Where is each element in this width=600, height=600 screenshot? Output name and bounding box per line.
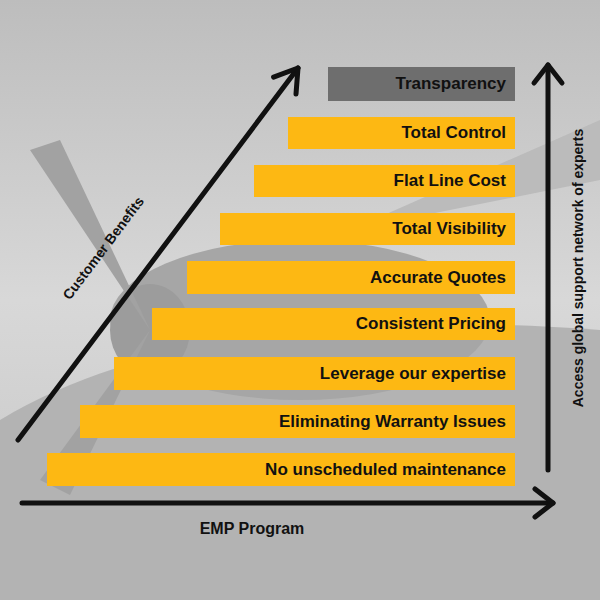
benefit-bar: Flat Line Cost [254, 165, 515, 197]
bar-label: Flat Line Cost [394, 171, 506, 191]
axis-label: Customer Benefits [58, 193, 147, 303]
program-arrow [22, 501, 553, 506]
top-bar: Transparency [328, 67, 515, 101]
bar-label: Total Visibility [392, 219, 506, 239]
propeller-blade [30, 140, 150, 330]
arrow-head [535, 489, 553, 517]
bar-label: No unscheduled maintenance [265, 460, 506, 480]
bar-label: Total Control [402, 123, 507, 143]
bar-label: Eliminating Warranty Issues [279, 412, 506, 432]
benefit-bar: Leverage our expertise [114, 357, 515, 390]
bar-label: Leverage our expertise [320, 364, 506, 384]
benefit-bar: Total Control [288, 117, 515, 149]
benefit-bar: No unscheduled maintenance [47, 453, 515, 486]
axis-label: EMP Program [200, 520, 305, 538]
benefit-bar: Accurate Quotes [187, 261, 515, 294]
arrow-head [534, 65, 562, 83]
axis-label: Access global support network of experts [569, 129, 587, 408]
bar-label: Consistent Pricing [356, 314, 506, 334]
benefit-bar: Consistent Pricing [152, 308, 515, 340]
arrow-head [274, 68, 298, 94]
support-arrow [546, 65, 551, 470]
benefit-bar: Total Visibility [220, 213, 515, 245]
fuselage [0, 324, 600, 600]
bar-label: Accurate Quotes [370, 268, 506, 288]
bar-label: Transparency [395, 74, 506, 94]
benefit-bar: Eliminating Warranty Issues [80, 405, 515, 438]
